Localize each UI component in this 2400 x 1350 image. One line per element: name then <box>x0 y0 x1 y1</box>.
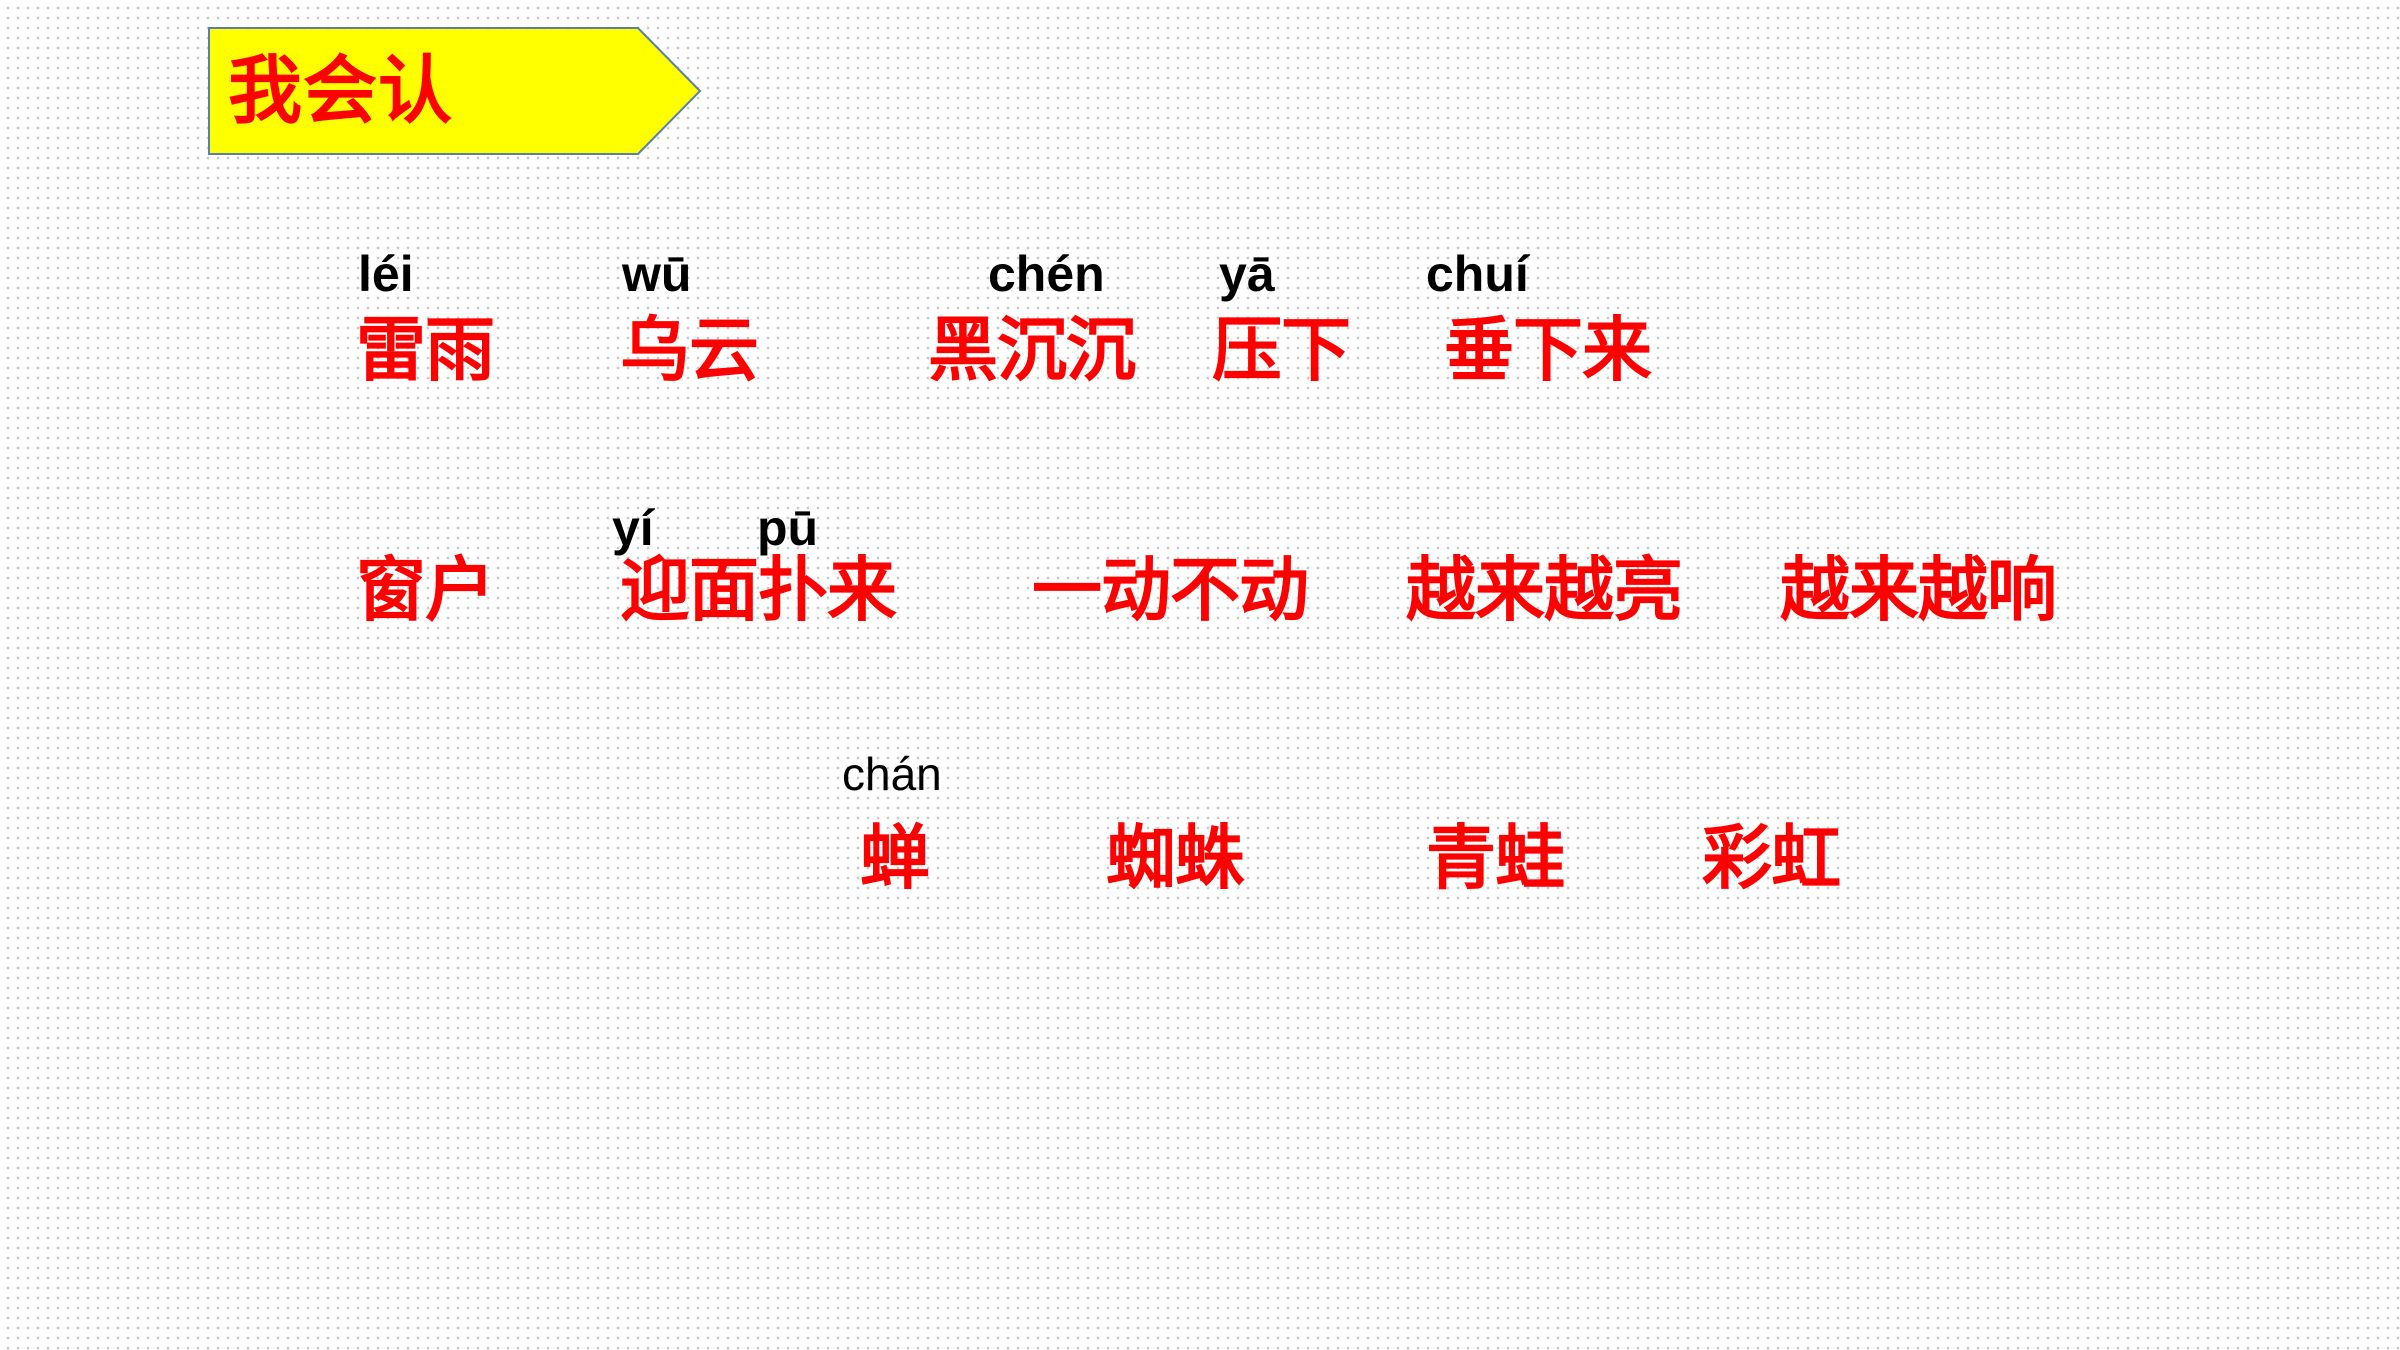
pinyin-wu: wū <box>622 246 692 302</box>
word-yaxia: 压下 <box>1212 309 1351 391</box>
word-zhizhu: 蜘蛛 <box>1106 817 1245 899</box>
word-heichenchen: 黑沉沉 <box>928 309 1136 391</box>
banner-arrow-shape <box>208 27 702 155</box>
pinyin-yi: yí <box>612 500 654 556</box>
pinyin-chan: chán <box>842 748 942 800</box>
word-chuixialai: 垂下来 <box>1444 309 1652 391</box>
pinyin-lei: léi <box>358 246 414 302</box>
pinyin-chen: chén <box>988 246 1105 302</box>
pinyin-ya: yā <box>1219 246 1275 302</box>
word-wuyun: 乌云 <box>620 309 759 391</box>
word-caihong: 彩虹 <box>1702 817 1841 899</box>
word-chuanghu: 窗户 <box>356 549 495 631</box>
title-banner: 我会认 <box>208 27 702 155</box>
word-yingmianpulai: 迎面扑来 <box>620 549 897 631</box>
word-yuelaiyueliang: 越来越亮 <box>1406 549 1683 631</box>
word-yidongbudong: 一动不动 <box>1032 549 1309 631</box>
word-qingwa: 青蛙 <box>1426 817 1565 899</box>
word-yuelaiyuexiang: 越来越响 <box>1780 549 2057 631</box>
page-title: 我会认 <box>228 48 453 134</box>
pinyin-pu: pū <box>757 500 819 556</box>
word-chan: 蝉 <box>860 817 930 899</box>
word-leiyu: 雷雨 <box>356 309 495 391</box>
pinyin-chui: chuí <box>1426 246 1529 302</box>
